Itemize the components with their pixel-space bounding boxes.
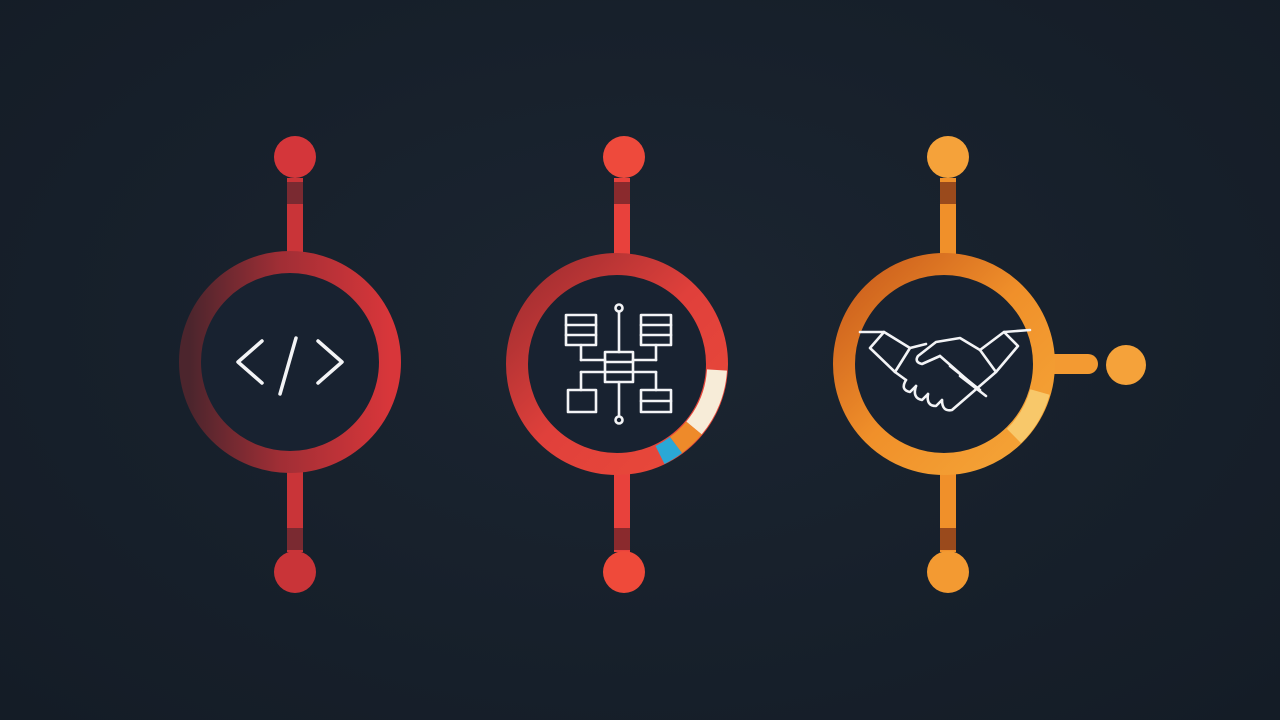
ring-accent-cream xyxy=(686,369,727,435)
right-end-dot xyxy=(1106,345,1146,385)
node-collaboration-bottom-dot xyxy=(927,551,969,593)
system-diagram-icon xyxy=(564,303,673,425)
node-code xyxy=(179,136,401,593)
node-architecture-top-dot xyxy=(603,136,645,178)
handshake-icon xyxy=(858,328,1032,412)
node-code-bottom-dot xyxy=(274,551,316,593)
node-architecture xyxy=(506,136,728,593)
node-collaboration-top-dot xyxy=(927,136,969,178)
ring-accent-blue xyxy=(655,436,683,464)
node-collaboration xyxy=(833,136,1055,593)
node-collaboration-ring xyxy=(833,253,1055,475)
ring-accent-light xyxy=(1006,388,1050,444)
node-code-top-dot xyxy=(274,136,316,178)
code-brackets-icon xyxy=(236,336,344,396)
ring-accent-orange xyxy=(669,421,702,454)
node-architecture-bottom-dot xyxy=(603,551,645,593)
